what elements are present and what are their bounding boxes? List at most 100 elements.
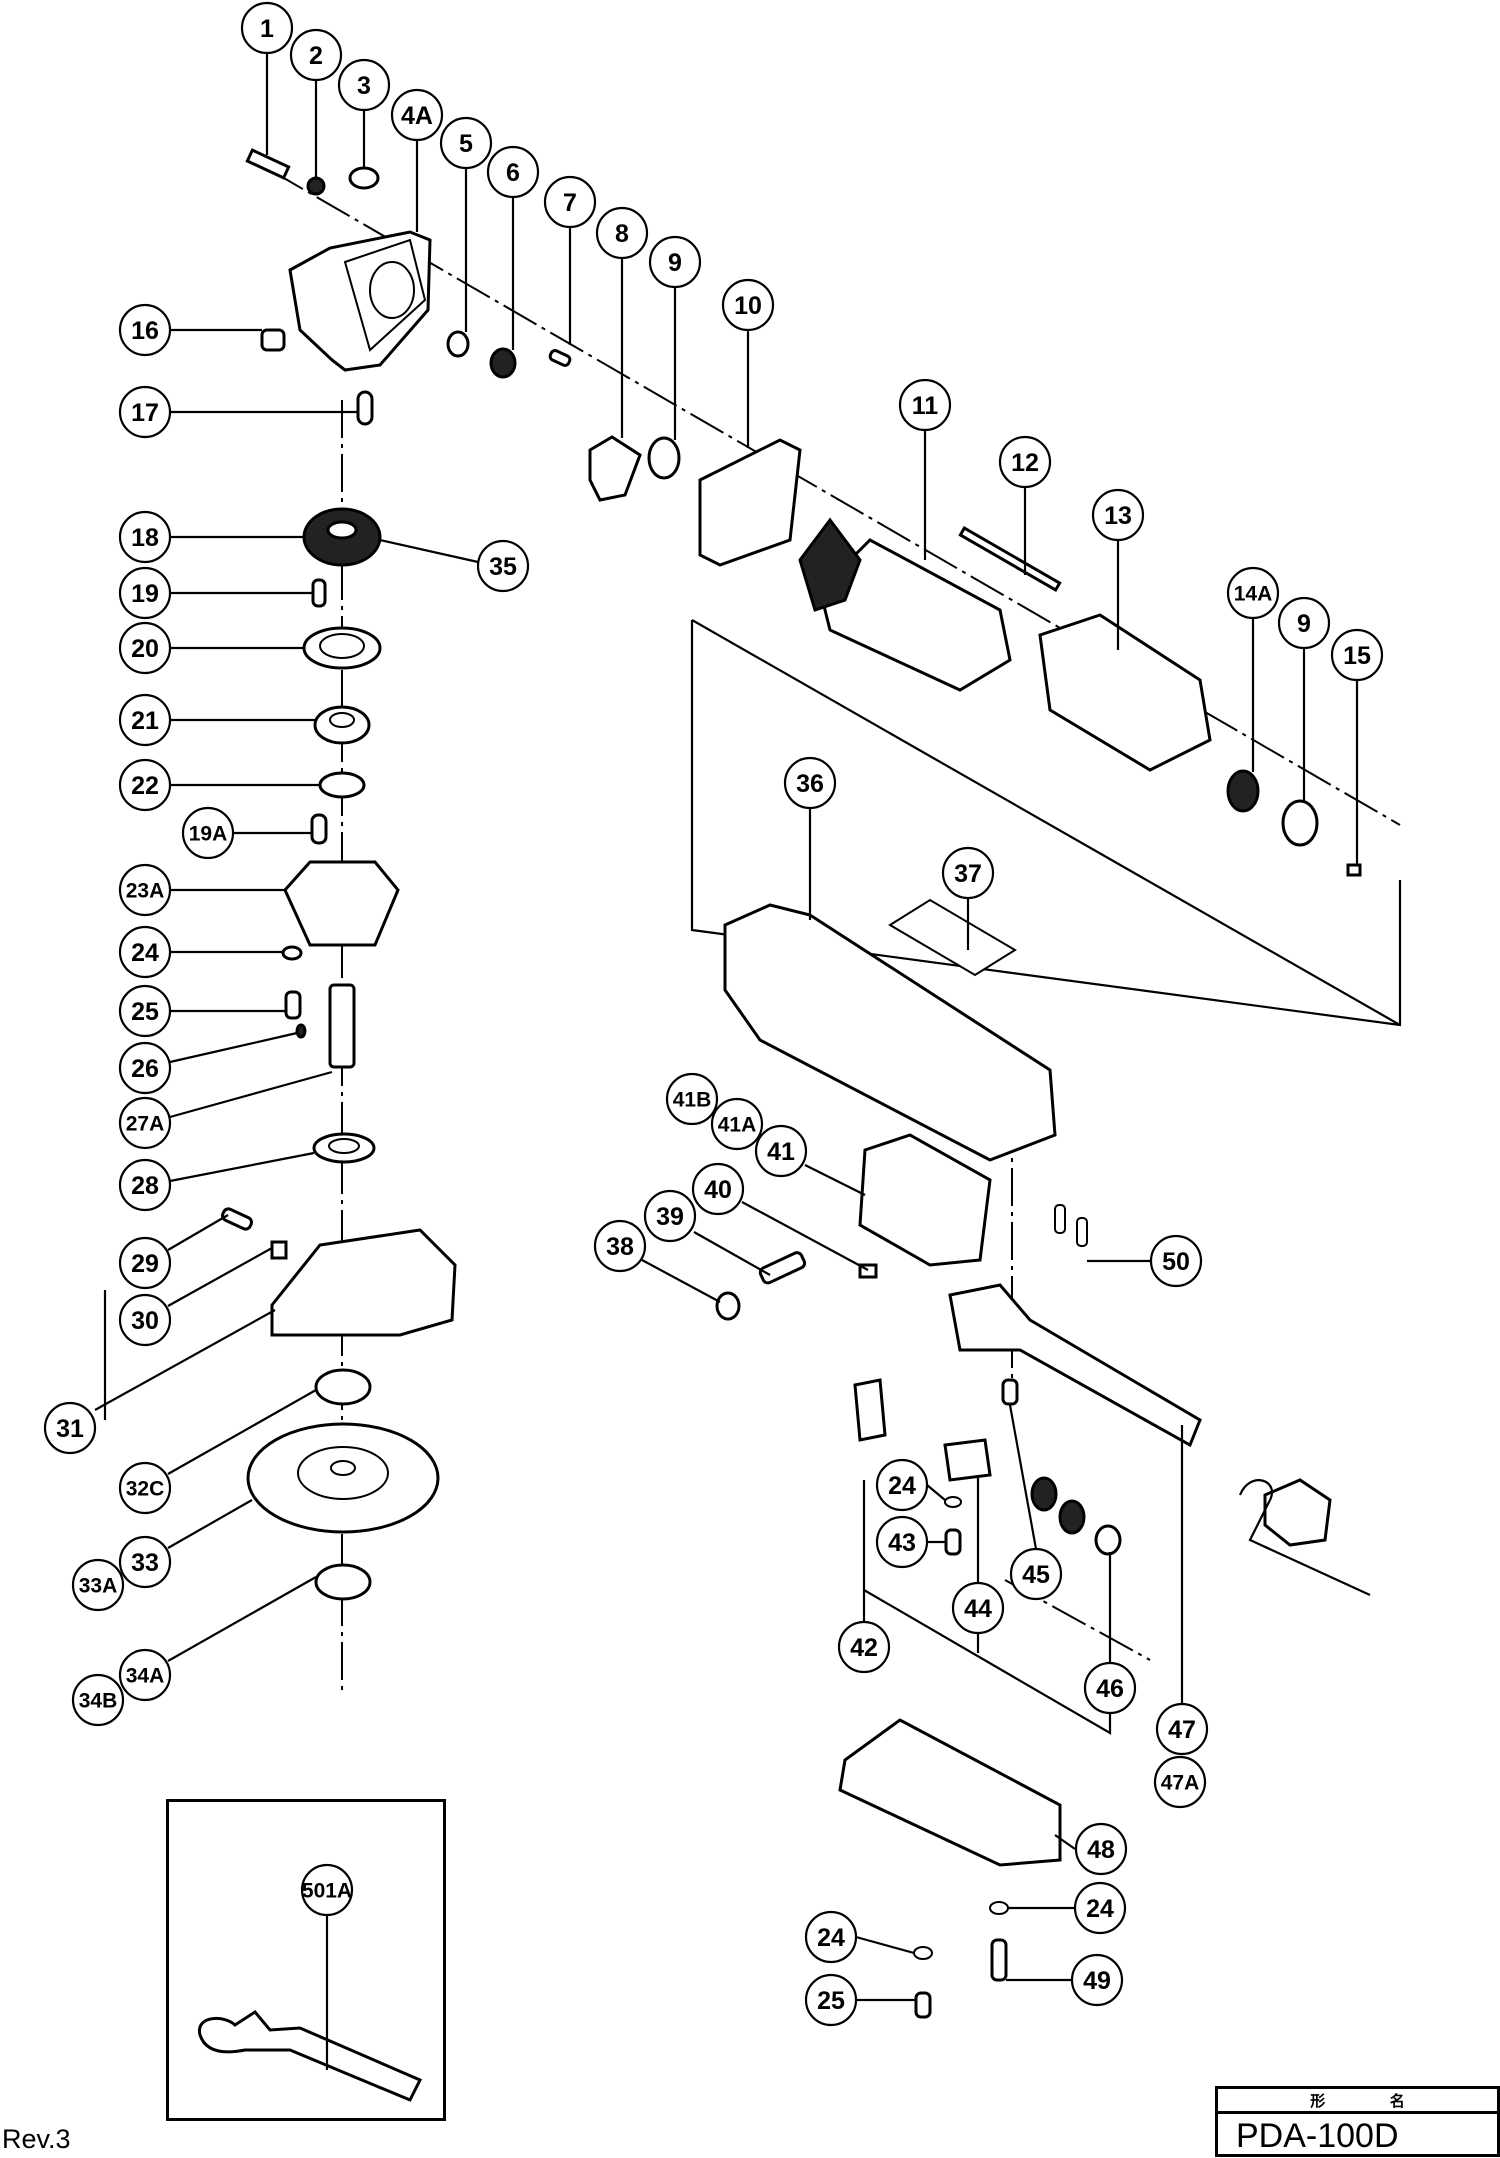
callout-label: 13 [1104,502,1132,530]
callout-label: 11 [912,392,939,420]
tapping-screw-12 [958,525,1062,593]
callout-label: 29 [131,1250,159,1278]
callout-label: 41B [673,1089,712,1112]
callout-label: 44 [964,1595,992,1623]
callout-23A[interactable]: 23A [118,863,172,917]
callout-balloons: 1 2 3 4A 5 6 7 8 9 10 11 12 13 14A 9 15 … [43,1,1384,2027]
callout-label: 41A [718,1114,757,1137]
callout-5[interactable]: 5 [439,116,493,170]
callout-22[interactable]: 22 [118,758,172,812]
callout-49[interactable]: 49 [1070,1953,1124,2007]
callout-24-handle-left[interactable]: 24 [804,1910,858,1964]
callout-6[interactable]: 6 [486,145,540,199]
callout-42[interactable]: 42 [837,1620,891,1674]
callout-24[interactable]: 24 [118,925,172,979]
motor-assembly [548,349,1362,877]
callout-24-switch[interactable]: 24 [875,1458,929,1512]
callout-label: 17 [131,399,159,427]
callout-47[interactable]: 47 [1155,1702,1209,1756]
callout-label: 14A [1234,583,1273,606]
screw-19A [310,813,328,845]
callout-label: 32C [126,1478,165,1501]
callout-41B[interactable]: 41B [665,1072,719,1126]
callout-30[interactable]: 30 [118,1293,172,1347]
callout-7[interactable]: 7 [543,175,597,229]
callout-label: 26 [131,1055,159,1083]
callout-38[interactable]: 38 [593,1219,647,1273]
callout-8[interactable]: 8 [595,206,649,260]
callout-35[interactable]: 35 [476,539,530,593]
callout-41A[interactable]: 41A [710,1097,764,1151]
callout-label: 42 [850,1634,878,1662]
callout-34A[interactable]: 34A [118,1648,172,1702]
callout-label: 501A [302,1880,352,1903]
callout-9[interactable]: 9 [648,235,702,289]
callout-label: 19 [131,580,159,608]
screw-25-handle [914,1991,932,2019]
callout-13[interactable]: 13 [1091,488,1145,542]
callout-25[interactable]: 25 [118,984,172,1038]
callout-label: 35 [489,553,517,581]
brush-cap-39 [758,1251,807,1285]
callout-31[interactable]: 31 [43,1401,97,1455]
callout-45[interactable]: 45 [1009,1547,1063,1601]
callout-label: 22 [131,772,159,800]
callout-18[interactable]: 18 [118,510,172,564]
callout-32C[interactable]: 32C [118,1461,172,1515]
callout-9-rear[interactable]: 9 [1277,596,1331,650]
callout-36[interactable]: 36 [783,756,837,810]
leader-lines [94,53,1359,2070]
callout-40[interactable]: 40 [691,1162,745,1216]
callout-27A[interactable]: 27A [118,1096,172,1150]
callout-12[interactable]: 12 [998,435,1052,489]
stator-13 [1038,613,1212,772]
callout-15[interactable]: 15 [1330,628,1384,682]
callout-24-handle-right[interactable]: 24 [1073,1881,1127,1935]
callout-43[interactable]: 43 [875,1515,929,1569]
callout-label: 6 [506,159,520,187]
lock-pin-16 [260,328,286,352]
housing-bracket [690,620,1402,1027]
callout-19A[interactable]: 19A [181,806,235,860]
callout-39[interactable]: 39 [643,1189,697,1243]
callout-501A[interactable]: 501A [300,1863,354,1917]
cord-clip-45b [1058,1499,1086,1535]
callout-label: 33A [79,1575,118,1598]
callout-26[interactable]: 26 [118,1041,172,1095]
gear-cover-assembly [245,148,517,426]
callout-16[interactable]: 16 [118,303,172,357]
callout-21[interactable]: 21 [118,693,172,747]
callout-50[interactable]: 50 [1149,1234,1203,1288]
callout-10[interactable]: 10 [721,278,775,332]
callout-label: 27A [126,1113,165,1136]
callout-41[interactable]: 41 [754,1124,808,1178]
model-number: PDA-100D [1236,2117,1399,2155]
callout-label: 49 [1083,1967,1111,1995]
callout-14A[interactable]: 14A [1226,566,1280,620]
callout-11[interactable]: 11 [898,378,952,432]
callout-25-handle[interactable]: 25 [804,1973,858,2027]
bearing-14A [1226,769,1260,813]
callout-2[interactable]: 2 [289,28,343,82]
callout-3[interactable]: 3 [337,58,391,112]
callout-33[interactable]: 33 [118,1535,172,1589]
callout-47A[interactable]: 47A [1153,1755,1207,1809]
callout-4A[interactable]: 4A [390,88,444,142]
callout-19[interactable]: 19 [118,566,172,620]
callout-33A[interactable]: 33A [71,1558,125,1612]
callout-28[interactable]: 28 [118,1158,172,1212]
callout-34B[interactable]: 34B [71,1673,125,1727]
cord-lead [1238,1479,1371,1596]
callout-20[interactable]: 20 [118,621,172,675]
bearing-21-bore [329,712,355,728]
callout-1[interactable]: 1 [240,1,294,55]
callout-29[interactable]: 29 [118,1236,172,1290]
callout-label: 3 [357,72,371,100]
callout-48[interactable]: 48 [1074,1822,1128,1876]
callout-17[interactable]: 17 [118,385,172,439]
callout-label: 12 [1011,449,1039,477]
callout-46[interactable]: 46 [1083,1661,1137,1715]
callout-37[interactable]: 37 [941,846,995,900]
callout-44[interactable]: 44 [951,1581,1005,1635]
motor-axis-line [269,169,1401,826]
